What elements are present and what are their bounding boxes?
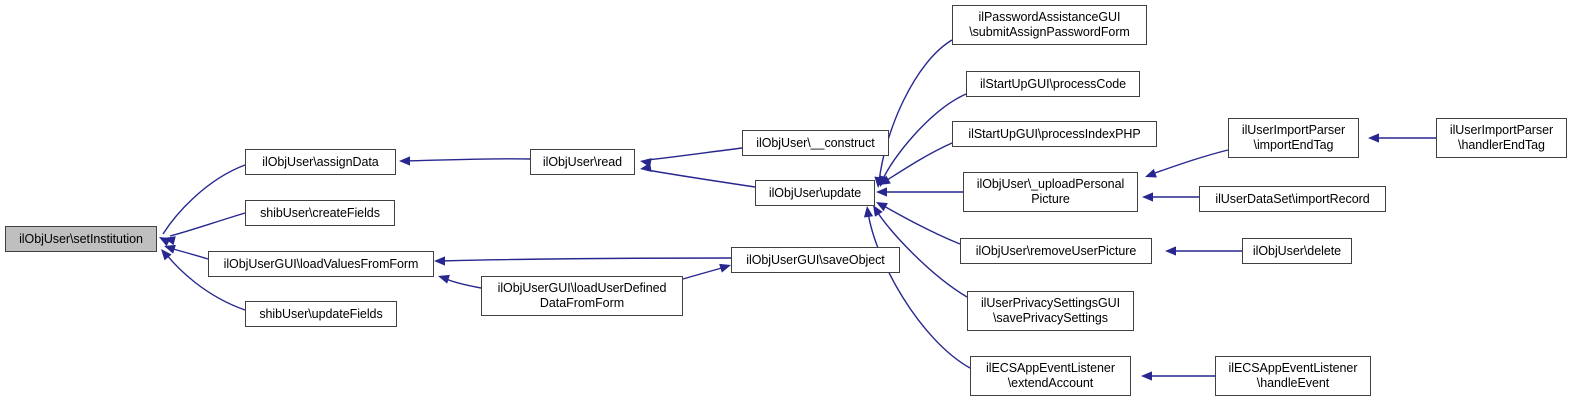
arrowhead-extendAccount-to-update [863,206,874,218]
arrowhead-delete-to-removeUserPicture [1165,246,1176,256]
graph-node-updateFields[interactable]: shibUser\updateFields [245,301,397,327]
edge-removeUserPicture-to-update [881,204,961,245]
graph-node-extendAccount[interactable]: ilECSAppEventListener \extendAccount [970,356,1131,396]
graph-node-construct[interactable]: ilObjUser\__construct [742,130,889,156]
graph-node-removeUserPicture[interactable]: ilObjUser\removeUserPicture [960,238,1152,264]
edge-importEndTag-to-uploadPersonalPicture [1151,149,1229,175]
arrowhead-uploadPersonalPicture-to-update [876,187,887,197]
edge-createFields-to-setInstitution [169,212,246,237]
edge-assignData-to-setInstitution [162,164,246,235]
arrowhead-read-to-assignData [399,156,410,166]
graph-node-uploadPersonalPicture[interactable]: ilObjUser\_uploadPersonal Picture [963,172,1138,212]
graph-node-update[interactable]: ilObjUser\update [755,180,875,206]
graph-node-importRecord[interactable]: ilUserDataSet\importRecord [1199,186,1386,212]
arrowhead-processCode-to-update [879,175,889,187]
edge-loadUserDefinedDataFromForm-to-saveObject [682,266,726,280]
arrowhead-importEndTag-to-uploadPersonalPicture [1145,168,1157,178]
arrowhead-assignData-to-setInstitution [159,237,171,247]
edge-loadValuesFromForm-to-loadUserDefinedDataFromForm [443,277,482,289]
edge-construct-to-read [646,147,743,161]
graph-node-processCode[interactable]: ilStartUpGUI\processCode [966,71,1140,97]
edge-saveObject-to-loadValuesFromForm [439,257,732,262]
arrowhead-handlerEndTag-to-importEndTag [1368,133,1379,143]
edge-processIndexPHP-to-update [883,142,953,183]
arrowhead-createFields-to-setInstitution [164,236,176,246]
edge-read-to-assignData [405,158,531,162]
graph-node-delete[interactable]: ilObjUser\delete [1242,238,1352,264]
graph-node-handlerEndTag[interactable]: ilUserImportParser \handlerEndTag [1436,118,1567,158]
graph-node-importEndTag[interactable]: ilUserImportParser \importEndTag [1228,118,1359,158]
arrowhead-importRecord-to-uploadPersonalPicture [1142,192,1153,202]
arrowhead-loadValuesFromForm-to-setInstitution [164,244,176,254]
arrowhead-loadValuesFromForm-to-loadUserDefinedDataFromForm [438,274,450,284]
arrowhead-handleEvent-to-extendAccount [1141,371,1152,381]
arrowhead-processIndexPHP-to-update [879,175,891,185]
graph-node-submitAssignPasswordForm[interactable]: ilPasswordAssistanceGUI \submitAssignPas… [952,5,1147,45]
graph-node-savePrivacySettings[interactable]: ilUserPrivacySettingsGUI \savePrivacySet… [967,291,1134,331]
edge-extendAccount-to-update [867,211,971,369]
graph-node-setInstitution[interactable]: ilObjUser\setInstitution [5,226,157,252]
graph-node-loadValuesFromForm[interactable]: ilObjUserGUI\loadValuesFromForm [208,251,434,277]
graph-node-read[interactable]: ilObjUser\read [530,149,635,175]
arrowhead-construct-to-read [640,158,652,168]
graph-node-handleEvent[interactable]: ilECSAppEventListener \handleEvent [1215,356,1371,396]
edge-update-to-read [646,169,756,188]
graph-node-createFields[interactable]: shibUser\createFields [245,200,395,226]
edge-submitAssignPasswordForm-to-update [878,39,953,183]
arrowhead-removeUserPicture-to-update [876,202,888,212]
arrowhead-update-to-read [640,162,652,172]
graph-node-assignData[interactable]: ilObjUser\assignData [245,149,396,175]
graph-node-processIndexPHP[interactable]: ilStartUpGUI\processIndexPHP [952,121,1157,147]
arrowhead-updateFields-to-setInstitution [161,249,172,261]
graph-node-saveObject[interactable]: ilObjUserGUI\saveObject [731,247,900,273]
arrowhead-saveObject-to-loadValuesFromForm [434,256,445,266]
graph-node-loadUserDefinedDataFromForm[interactable]: ilObjUserGUI\loadUserDefined DataFromFor… [481,276,683,316]
edge-loadValuesFromForm-to-setInstitution [169,247,209,260]
